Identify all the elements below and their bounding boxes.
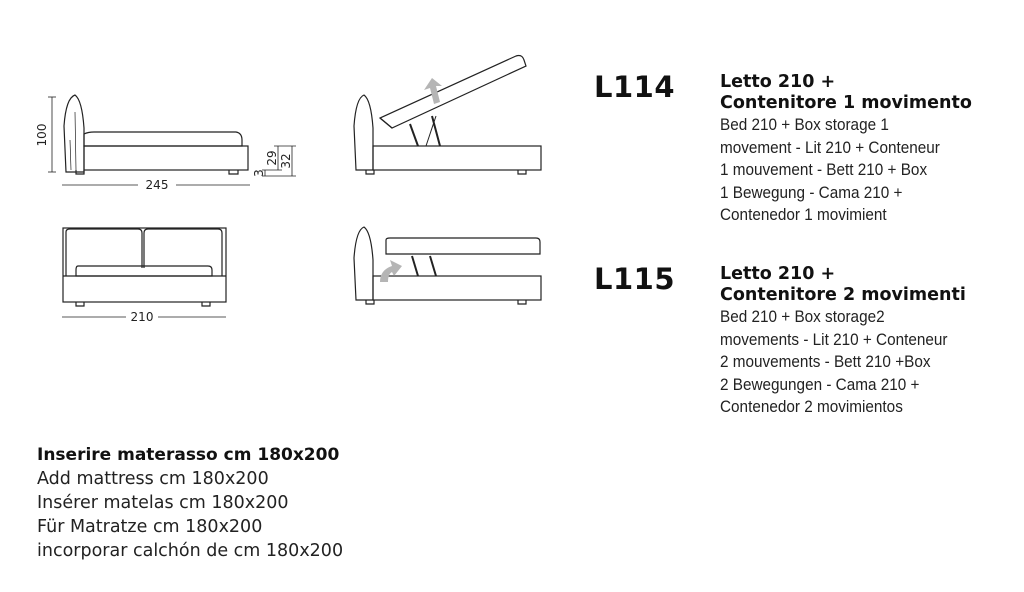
l114-lift-drawing <box>353 54 542 175</box>
product-code-l114: L114 <box>594 70 676 104</box>
front-view-drawing <box>62 227 227 318</box>
product-desc-line: 1 Bewegung - Cama 210 + <box>720 182 903 202</box>
product-desc-line: 1 mouvement - Bett 210 + Box <box>720 160 928 179</box>
product-desc-line: Bed 210 + Box storage2 <box>720 307 885 326</box>
dim-label-3: 3 <box>252 169 266 177</box>
product-title-line: Letto 210 + <box>720 72 836 92</box>
product-desc-line: movement - Lit 210 + Conteneur <box>720 137 940 157</box>
mattress-line: Für Matratze cm 180x200 <box>37 517 263 537</box>
length-dim-label: 245 <box>146 178 169 192</box>
mattress-line: Add mattress cm 180x200 <box>37 469 269 489</box>
product-info-l115: Letto 210 + Contenitore 2 movimenti Bed … <box>720 264 1020 419</box>
mattress-line: Insérer matelas cm 180x200 <box>37 493 289 513</box>
product-info-l114: Letto 210 + Contenitore 1 movimento Bed … <box>720 72 1020 227</box>
mattress-note: Inserire materasso cm 180x200 Add mattre… <box>37 443 343 563</box>
product-code-l115: L115 <box>594 262 676 296</box>
dim-label-32: 32 <box>279 153 293 168</box>
product-title-line: Contenitore 1 movimento <box>720 93 972 113</box>
l115-lift-drawing <box>353 226 542 305</box>
product-desc-line: Contenedor 1 movimient <box>720 205 887 224</box>
side-view-drawing <box>48 94 296 186</box>
width-dim-label: 210 <box>131 310 154 324</box>
mattress-line: incorporar calchón de cm 180x200 <box>37 541 344 561</box>
mattress-title: Inserire materasso cm 180x200 <box>37 445 340 465</box>
product-desc-line: Contenedor 2 movimientos <box>720 397 903 416</box>
product-desc-line: 2 Bewegungen - Cama 210 + <box>720 374 920 394</box>
dim-label-29: 29 <box>265 150 279 165</box>
product-desc-line: 2 mouvements - Bett 210 +Box <box>720 352 931 371</box>
product-desc-line: movements - Lit 210 + Conteneur <box>720 329 948 349</box>
product-title-line: Contenitore 2 movimenti <box>720 285 966 305</box>
product-desc-line: Bed 210 + Box storage 1 <box>720 115 889 134</box>
product-title-line: Letto 210 + <box>720 264 836 284</box>
height-dim-label: 100 <box>35 124 49 147</box>
